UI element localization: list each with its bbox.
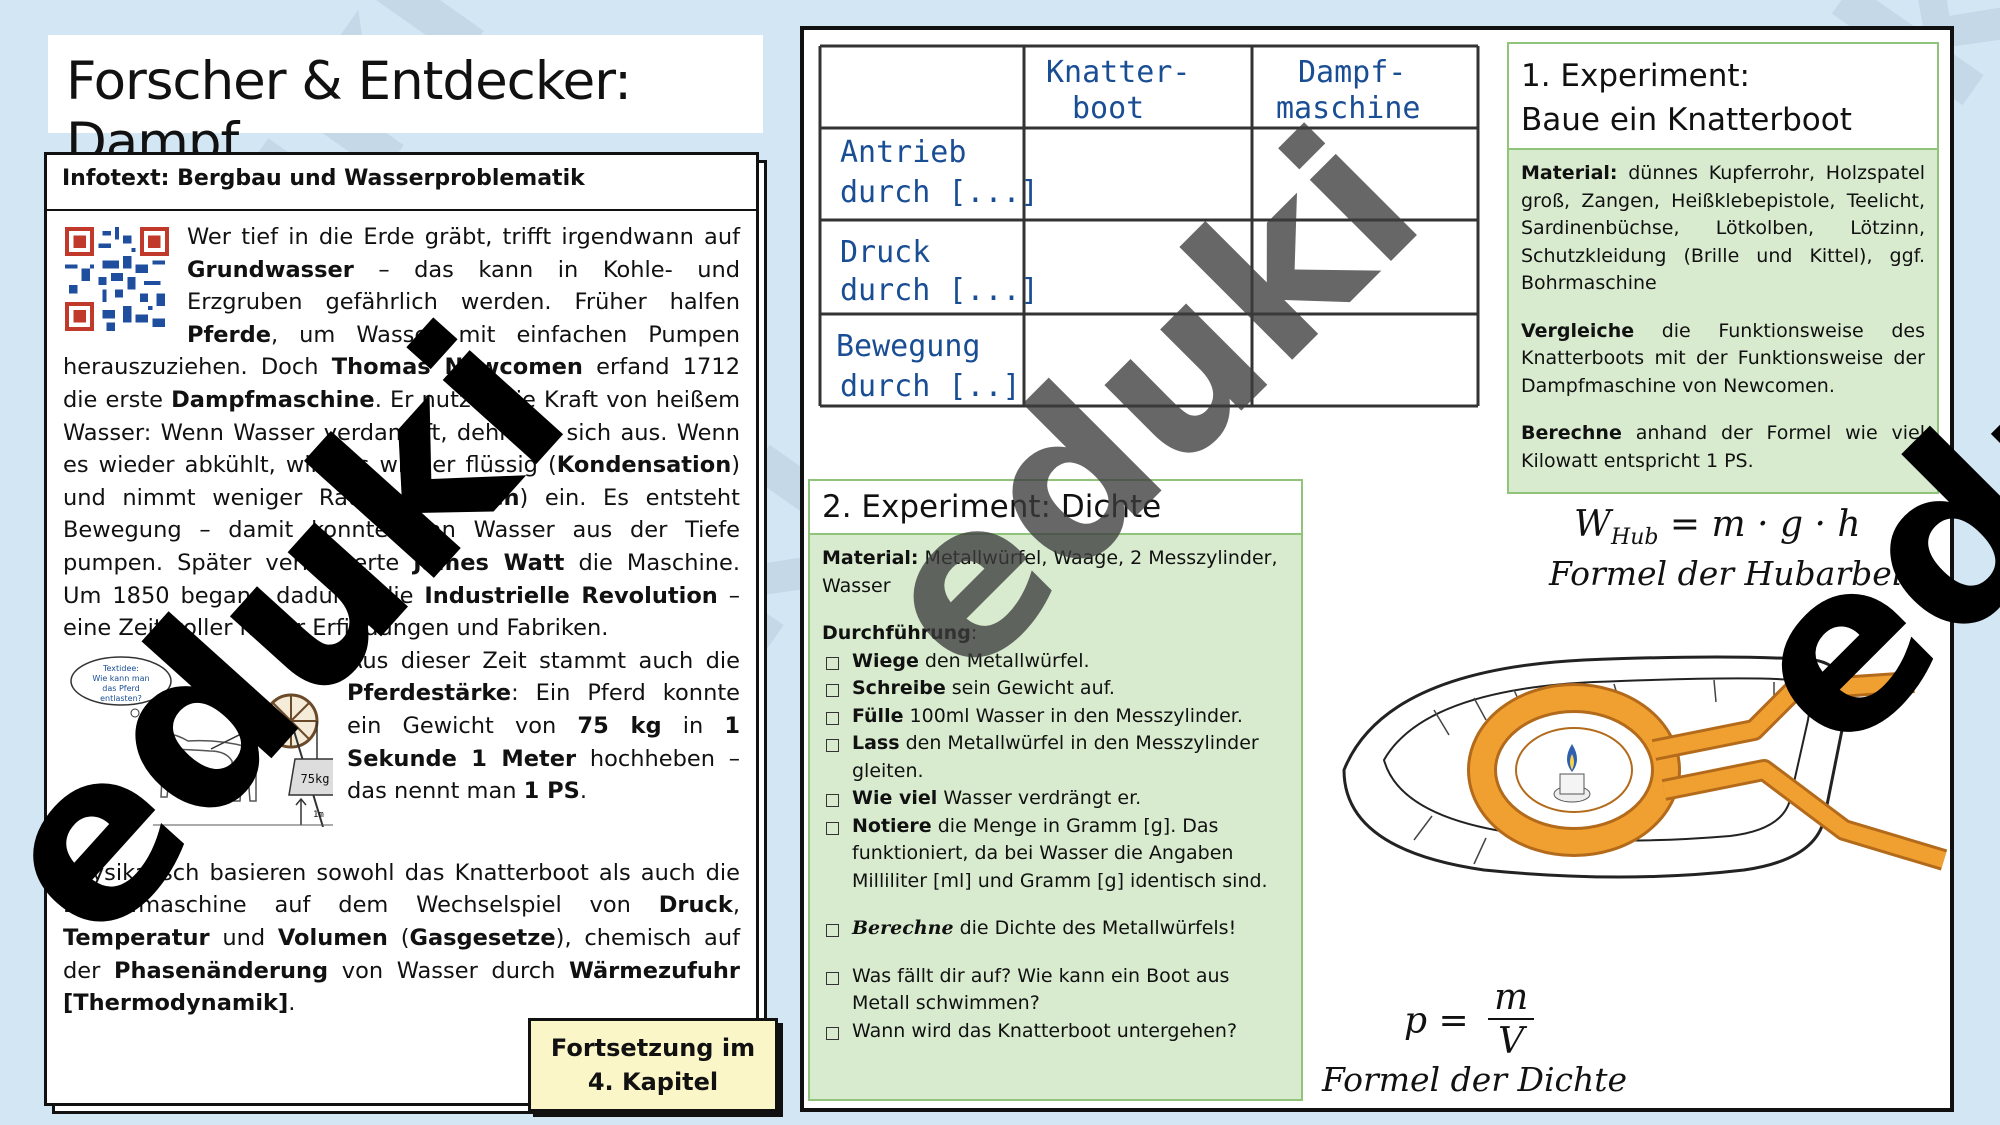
knatterboot-illustration — [1342, 655, 1948, 879]
svg-text:das Pferd: das Pferd — [102, 684, 139, 693]
experiment-2-question-1: Was fällt dir auf? Wie kann ein Boot aus… — [822, 963, 1289, 1018]
experiment-1-compare: Vergleiche die Funktionsweise des Knatte… — [1521, 319, 1925, 397]
experiment-2-box: 2. Experiment: Dichte Material: Metallwü… — [808, 479, 1303, 1101]
qr-code-icon[interactable] — [65, 227, 169, 331]
col-header-knatterboot-1: Knatter- — [1046, 55, 1191, 90]
col-header-dampfmaschine-2: maschine — [1276, 91, 1421, 126]
row-label-bewegung-1: Bewegung — [836, 329, 981, 364]
row-label-antrieb-1: Antrieb — [840, 135, 966, 170]
row-label-druck-1: Druck — [840, 235, 930, 270]
procedure-step: Notiere die Menge in Gramm [g]. Das funk… — [822, 813, 1289, 896]
experiment-2-question-2: Wann wird das Knatterboot untergehen? — [822, 1018, 1289, 1046]
continuation-note: Fortsetzung im 4. Kapitel — [528, 1018, 778, 1112]
comparison-table: Knatter- boot Dampf- maschine Antrieb du… — [818, 44, 1480, 408]
experiment-2-procedure-label: Durchführung: — [822, 622, 978, 644]
experiment-1-material: Material: dünnes Kupferrohr, Holzspatel … — [1521, 162, 1925, 294]
procedure-step: Lass den Metallwürfel in den Messzylinde… — [822, 730, 1289, 785]
experiment-panel: Knatter- boot Dampf- maschine Antrieb du… — [800, 26, 1954, 1112]
formula-density: p = m V — [1404, 978, 1535, 1064]
info-paragraph-3: Physikalisch basieren sowohl das Knatter… — [63, 859, 741, 1017]
experiment-1-calc: Berechne anhand der Formel wie viel Kilo… — [1521, 422, 1925, 472]
procedure-step: Wie viel Wasser verdrängt er. — [822, 785, 1289, 813]
svg-text:Wie kann man: Wie kann man — [92, 674, 149, 683]
experiment-2-calc: Berechne die Dichte des Metallwürfels! — [822, 915, 1289, 943]
experiment-2-title: 2. Experiment: Dichte — [810, 481, 1301, 535]
title-box: Forscher & Entdecker: Dampf — [48, 35, 763, 173]
info-header: Infotext: Bergbau und Wasserproblematik — [47, 155, 756, 211]
info-paragraph-2: Aus dieser Zeit stammt auch die Pferdest… — [347, 647, 740, 805]
experiment-2-material: Material: Metallwürfel, Waage, 2 Messzyl… — [822, 547, 1278, 597]
height-label: 1m — [313, 810, 324, 820]
weight-label: 75kg — [301, 772, 330, 786]
info-body: Wer tief in die Erde gräbt, trifft irgen… — [47, 211, 756, 1020]
page-title: Forscher & Entdecker: Dampf — [66, 51, 632, 173]
bubble-text-1: Textidee: — [102, 664, 139, 673]
row-label-druck-2: durch [...] — [840, 273, 1039, 308]
info-paragraph-1: Wer tief in die Erde gräbt, trifft irgen… — [63, 224, 741, 642]
formula-density-caption: Formel der Dichte — [1322, 1060, 1628, 1099]
horse-pulley-illustration: Textidee: Wie kann man das Pferd entlast… — [63, 649, 342, 828]
row-label-antrieb-2: durch [...] — [840, 175, 1039, 210]
formula-hubarbeit: WHub = m · g · h — [1574, 504, 1861, 551]
procedure-step: Wiege den Metallwürfel. — [822, 648, 1289, 676]
procedure-step: Schreibe sein Gewicht auf. — [822, 675, 1289, 703]
info-card: Infotext: Bergbau und Wasserproblematik — [44, 152, 759, 1106]
row-label-bewegung-2: durch [..] — [840, 369, 1021, 404]
svg-text:entlasten?: entlasten? — [100, 694, 142, 703]
col-header-dampfmaschine-1: Dampf- — [1298, 55, 1406, 90]
experiment-2-steps: Wiege den Metallwürfel.Schreibe sein Gew… — [822, 648, 1289, 896]
experiment-1-title: 1. Experiment: Baue ein Knatterboot — [1509, 44, 1937, 150]
procedure-step: Fülle 100ml Wasser in den Messzylinder. — [822, 703, 1289, 731]
col-header-knatterboot-2: boot — [1072, 91, 1144, 126]
experiment-1-box: 1. Experiment: Baue ein Knatterboot Mate… — [1507, 42, 1939, 494]
formula-hubarbeit-caption: Formel der Hubarbeit — [1549, 554, 1916, 593]
